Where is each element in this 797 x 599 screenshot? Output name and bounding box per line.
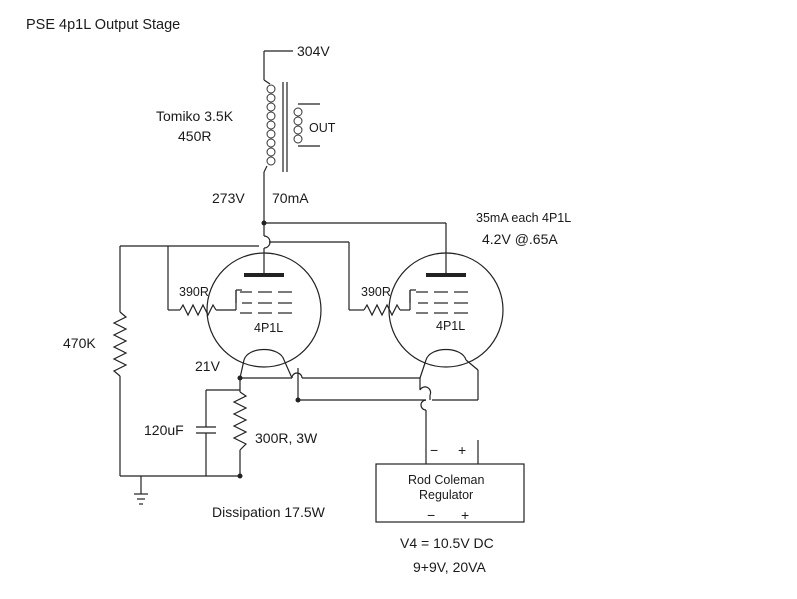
- bias-divider-resistor: [112, 246, 128, 476]
- heater-supply-label: V4 = 10.5V DC: [400, 535, 494, 551]
- grid-resistor-1: [167, 246, 242, 317]
- filament-wiring: [239, 359, 479, 464]
- plate-current-label: 70mA: [272, 190, 309, 206]
- filament-node: [295, 397, 301, 403]
- regulator-minus-out: −: [427, 507, 435, 523]
- tube-current-note: 35mA each 4P1L: [476, 211, 571, 225]
- regulator-minus-in: −: [430, 442, 438, 458]
- transformer-spec-label: 9+9V, 20VA: [413, 559, 486, 575]
- output-transformer: [263, 82, 320, 223]
- cathode-cap-label: 120uF: [144, 422, 184, 438]
- regulator-box: − + Rod Coleman Regulator − +: [375, 442, 525, 523]
- schematic-title: PSE 4p1L Output Stage: [26, 17, 180, 33]
- primary-winding: [266, 84, 276, 166]
- bias-divider-label: 470K: [63, 335, 96, 351]
- tube-1: [206, 252, 322, 368]
- regulator-line-2: Regulator: [419, 488, 473, 502]
- tube-1-label: 4P1L: [254, 321, 283, 335]
- grid-resistor-1-label: 390R: [179, 285, 209, 299]
- regulator-plus-in: +: [458, 442, 466, 458]
- tube-2-label: 4P1L: [436, 319, 465, 333]
- supply-voltage-label: 304V: [297, 43, 330, 59]
- b-plus-lead: [263, 50, 293, 85]
- plate-voltage-label: 273V: [212, 190, 245, 206]
- transformer-output-label: OUT: [309, 121, 336, 135]
- tube-1-plate: [244, 273, 284, 277]
- transformer-secondary-label: 450R: [178, 128, 211, 144]
- regulator-plus-out: +: [461, 507, 469, 523]
- transformer-name-label: Tomiko 3.5K: [156, 108, 234, 124]
- plate-wiring: [120, 222, 447, 311]
- ground-node: [237, 473, 243, 479]
- cathode-resistor-label: 300R, 3W: [255, 430, 318, 446]
- tube-2-plate: [426, 273, 466, 277]
- grid-resistor-2-label: 390R: [361, 285, 391, 299]
- cathode-resistor: [232, 378, 248, 476]
- ground-bus: [120, 475, 240, 505]
- dissipation-label: Dissipation 17.5W: [212, 504, 326, 520]
- cathode-capacitor: [196, 389, 240, 476]
- cathode-voltage-label: 21V: [195, 358, 221, 374]
- regulator-line-1: Rod Coleman: [408, 473, 484, 487]
- tube-2: [388, 252, 504, 368]
- secondary-winding: [293, 107, 303, 144]
- heater-note: 4.2V @.65A: [482, 231, 558, 247]
